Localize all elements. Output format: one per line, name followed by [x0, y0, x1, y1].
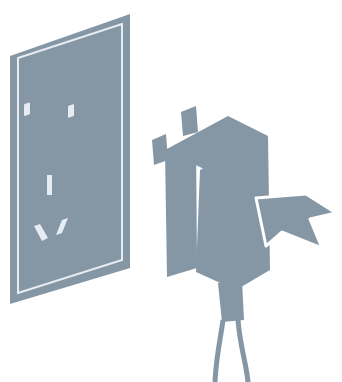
wall-socket-icon: [10, 14, 130, 304]
power-adapter-icon: [152, 106, 270, 382]
socket-face: [18, 24, 122, 293]
socket-hole-top-right: [68, 104, 74, 118]
plug-cable-gap: [230, 324, 231, 382]
socket-hole-top-left: [24, 102, 30, 116]
plug-prong-top: [181, 106, 198, 136]
socket-hole-ground: [47, 175, 52, 195]
plug-cable-left: [215, 320, 223, 382]
insert-arrow-icon: [256, 194, 336, 248]
plug-sleeve: [218, 280, 244, 322]
plug-cable-right: [238, 320, 248, 382]
arrow-shape: [256, 194, 336, 248]
